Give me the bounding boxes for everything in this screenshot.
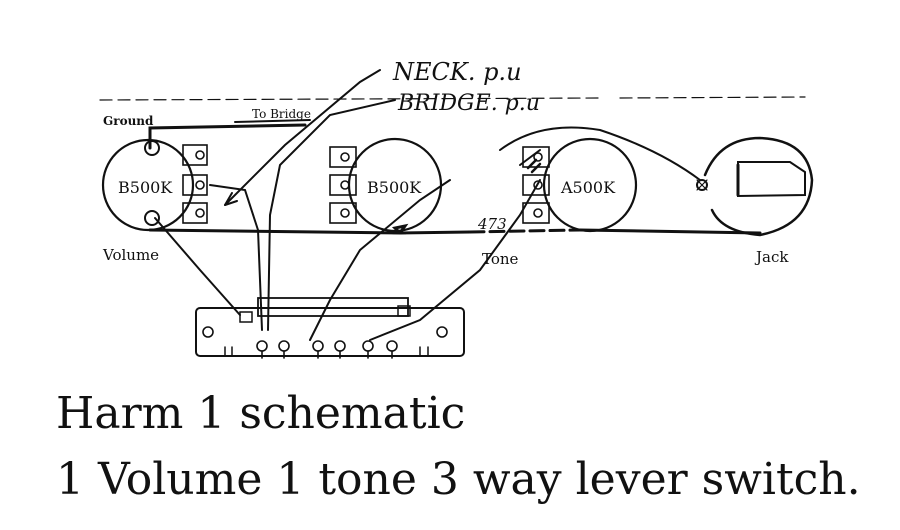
jack-hot-wire [499, 126, 701, 181]
tone-pot-lugs [522, 146, 550, 224]
lever-switch [195, 297, 465, 357]
tone-to-switch-wire [309, 179, 451, 341]
neck-pickup-label: NECK. p.u [392, 58, 522, 86]
switch-lugs [256, 340, 398, 359]
tone-pot-value: A500K [560, 178, 616, 197]
middle-pot-lugs [329, 146, 357, 224]
ground-label: Ground [103, 114, 154, 128]
top-dashed-line [99, 97, 601, 101]
tone-pot [542, 137, 638, 233]
bridge-pickup-label: BRIDGE. p.u [397, 91, 540, 116]
cap-value-label: 473 [477, 215, 507, 233]
tone-label: Tone [482, 250, 519, 268]
caption-subtitle: 1 Volume 1 tone 3 way lever switch. [56, 454, 861, 505]
neck-pickup-wire [224, 69, 381, 206]
wiring-diagram: NECK. p.u BRIDGE. p.u 473 Ground To Brid… [99, 58, 814, 359]
caption-title: Harm 1 schematic [56, 388, 466, 439]
middle-pot-value: B500K [367, 178, 422, 197]
bridge-pickup-wire [267, 99, 396, 331]
volume-pot [101, 138, 195, 232]
ground-bus-right [578, 228, 762, 235]
to-bridge-label: To Bridge [252, 107, 311, 121]
output-jack [696, 136, 814, 237]
jack-label: Jack [754, 248, 789, 266]
neck-arrow [224, 192, 238, 206]
ground-bus-dashed [468, 228, 582, 234]
ground-wire [148, 123, 307, 150]
ground-bus [148, 223, 472, 235]
to-bridge-wire [234, 119, 311, 123]
volume-pot-value: B500K [118, 178, 173, 197]
top-dashed-line-right [619, 96, 806, 99]
ground-lug [144, 140, 160, 156]
volume-label: Volume [102, 246, 159, 264]
capacitor [526, 158, 542, 174]
pot-to-switch-wire [209, 184, 263, 331]
volume-pot-lugs [182, 144, 208, 224]
volume-lower-lug [144, 210, 160, 226]
volume-to-switch-wire [154, 217, 241, 316]
